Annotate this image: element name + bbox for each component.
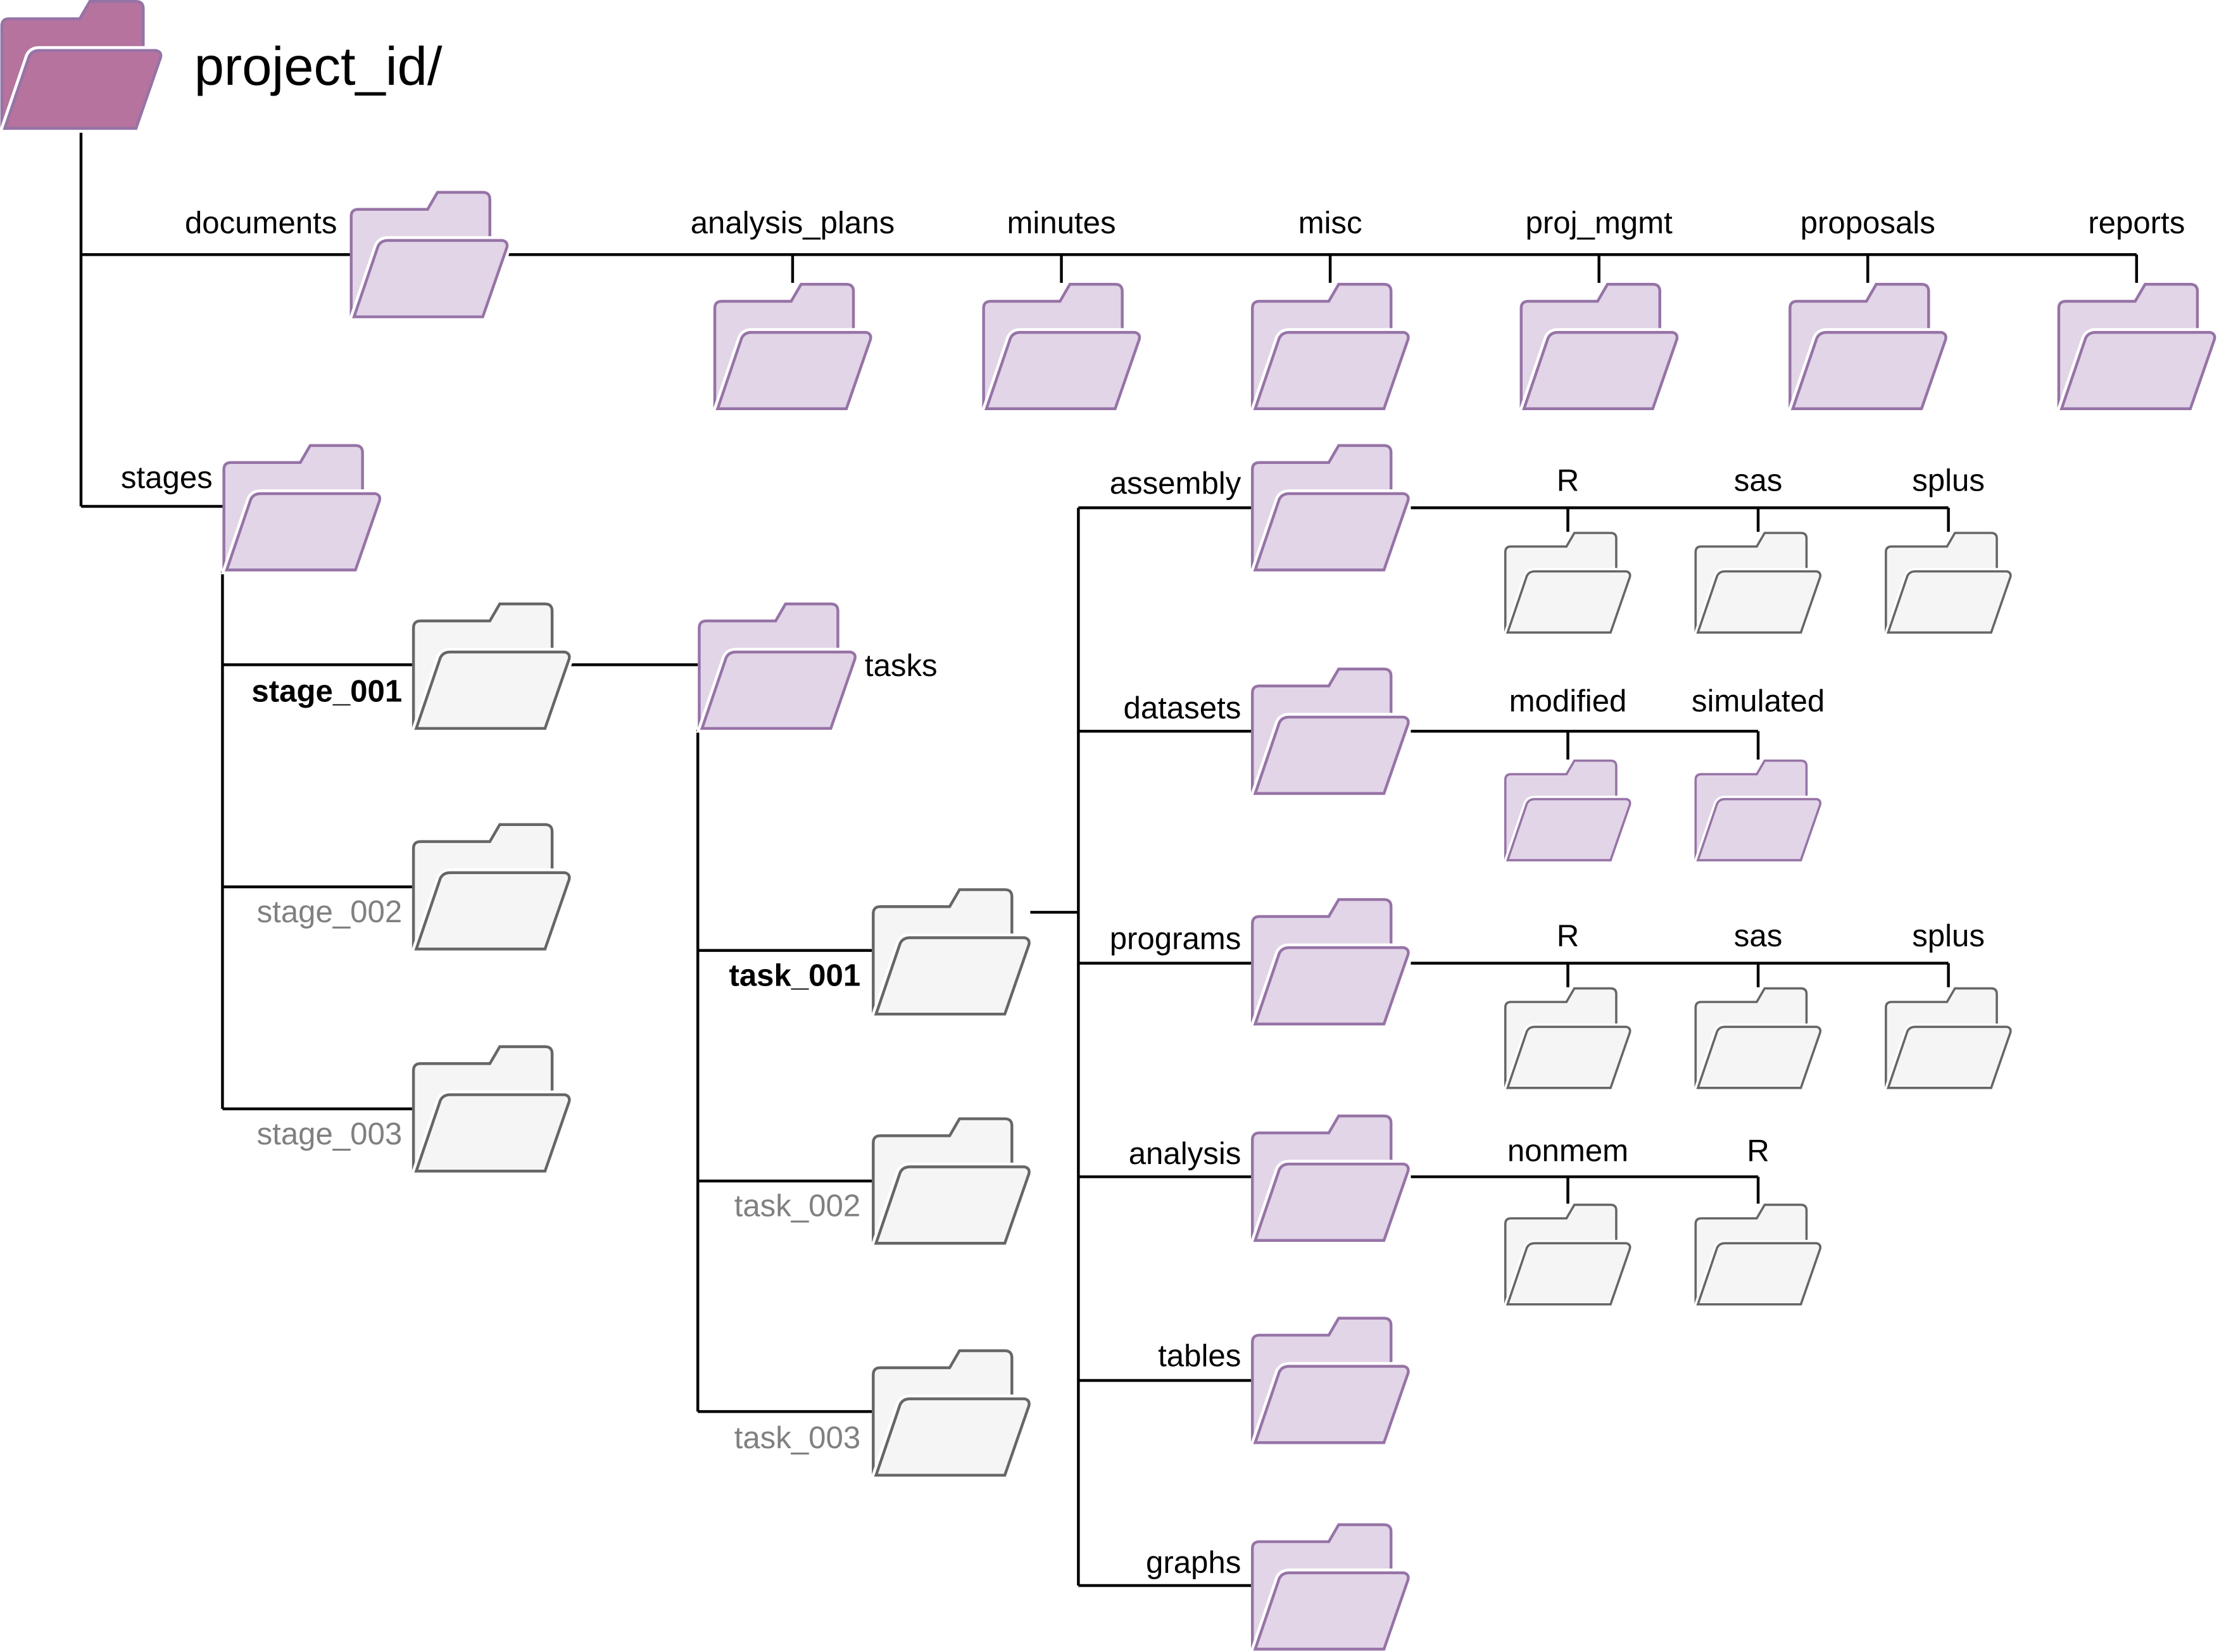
stages-label: stages: [121, 460, 213, 495]
stage-2-folder-icon[interactable]: [410, 823, 574, 954]
task-2-folder-icon[interactable]: [870, 1117, 1034, 1248]
documents-child-label: analysis_plans: [691, 206, 895, 241]
tables-folder-icon[interactable]: [1249, 1317, 1413, 1447]
assembly-splus-folder-icon[interactable]: [1883, 532, 2015, 636]
graphs-label: graphs: [1146, 1545, 1241, 1580]
labels: project_id/documents analysis_plans minute…: [121, 36, 2185, 1580]
documents-child-label: proposals: [1801, 206, 1935, 241]
datasets-child-label: modified: [1509, 684, 1627, 718]
documents-label: documents: [185, 206, 337, 241]
programs-child-label: splus: [1912, 918, 1985, 953]
stage-label: stage_002: [257, 894, 403, 929]
datasets-simulated-folder-icon[interactable]: [1693, 759, 1824, 864]
tables-label: tables: [1158, 1339, 1241, 1374]
assembly-child-label: splus: [1912, 463, 1985, 497]
documents-proposals-folder-icon[interactable]: [1787, 282, 1951, 413]
documents-child-label: misc: [1298, 206, 1362, 241]
programs-splus-folder-icon[interactable]: [1883, 987, 2015, 1092]
tasks-folder-icon[interactable]: [696, 602, 860, 733]
programs-child-label: sas: [1734, 918, 1783, 953]
task-3-folder-icon[interactable]: [870, 1349, 1034, 1480]
analysis-child-label: R: [1747, 1134, 1770, 1168]
datasets-modified-folder-icon[interactable]: [1502, 759, 1634, 864]
programs-child-label: R: [1557, 918, 1580, 953]
assembly-child-label: sas: [1734, 463, 1783, 497]
documents-child-label: minutes: [1007, 206, 1116, 241]
stages-folder-icon[interactable]: [220, 444, 384, 575]
documents-analysis_plans-folder-icon[interactable]: [712, 282, 875, 413]
documents-misc-folder-icon[interactable]: [1249, 282, 1413, 413]
stage-1-folder-icon[interactable]: [410, 602, 574, 733]
stage-label: stage_003: [257, 1117, 403, 1151]
datasets-folder-icon[interactable]: [1249, 667, 1413, 798]
documents-child-label: proj_mgmt: [1526, 206, 1673, 241]
programs-sas-folder-icon[interactable]: [1693, 987, 1824, 1092]
documents-folder-icon[interactable]: [348, 191, 512, 322]
project-root-folder-icon[interactable]: [0, 0, 165, 133]
datasets-child-label: simulated: [1692, 684, 1825, 718]
assembly-label: assembly: [1110, 466, 1242, 501]
documents-minutes-folder-icon[interactable]: [980, 282, 1144, 413]
assembly-sas-folder-icon[interactable]: [1693, 532, 1824, 636]
root-label: project_id/: [194, 36, 443, 96]
analysis-child-label: nonmem: [1507, 1134, 1628, 1168]
stage-3-folder-icon[interactable]: [410, 1045, 574, 1175]
documents-proj_mgmt-folder-icon[interactable]: [1518, 282, 1682, 413]
tasks-label: tasks: [865, 648, 938, 683]
assembly-child-label: R: [1557, 463, 1580, 497]
assembly-R-folder-icon[interactable]: [1502, 532, 1634, 636]
programs-folder-icon[interactable]: [1249, 898, 1413, 1029]
programs-label: programs: [1110, 921, 1242, 956]
graphs-folder-icon[interactable]: [1250, 1523, 1413, 1652]
documents-child-label: reports: [2088, 206, 2185, 241]
datasets-label: datasets: [1123, 691, 1241, 725]
analysis-folder-icon[interactable]: [1249, 1114, 1413, 1245]
analysis-nonmem-folder-icon[interactable]: [1502, 1203, 1634, 1308]
documents-reports-folder-icon[interactable]: [2056, 282, 2219, 413]
task-1-folder-icon[interactable]: [870, 888, 1034, 1018]
stage-label: stage_001: [251, 673, 402, 708]
task-label: task_001: [729, 958, 860, 993]
task-label: task_002: [734, 1189, 861, 1223]
task-label: task_003: [734, 1420, 861, 1455]
analysis-label: analysis: [1129, 1136, 1242, 1171]
assembly-folder-icon[interactable]: [1249, 444, 1413, 575]
analysis-R-folder-icon[interactable]: [1693, 1203, 1824, 1308]
programs-R-folder-icon[interactable]: [1502, 987, 1634, 1092]
